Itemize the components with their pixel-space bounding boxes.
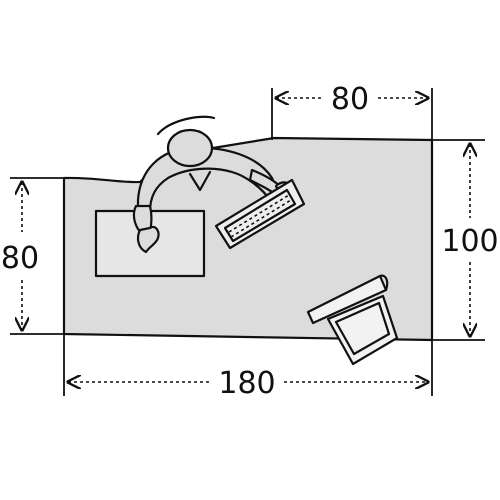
dim-label-right-depth: 100: [441, 224, 498, 259]
dim-label-top-width: 80: [331, 82, 369, 117]
dim-label-bottom-width: 180: [218, 366, 275, 401]
keyboard-icon: [214, 178, 306, 250]
monitor-icon: [306, 274, 399, 366]
dim-label-left-depth: 80: [1, 241, 39, 276]
